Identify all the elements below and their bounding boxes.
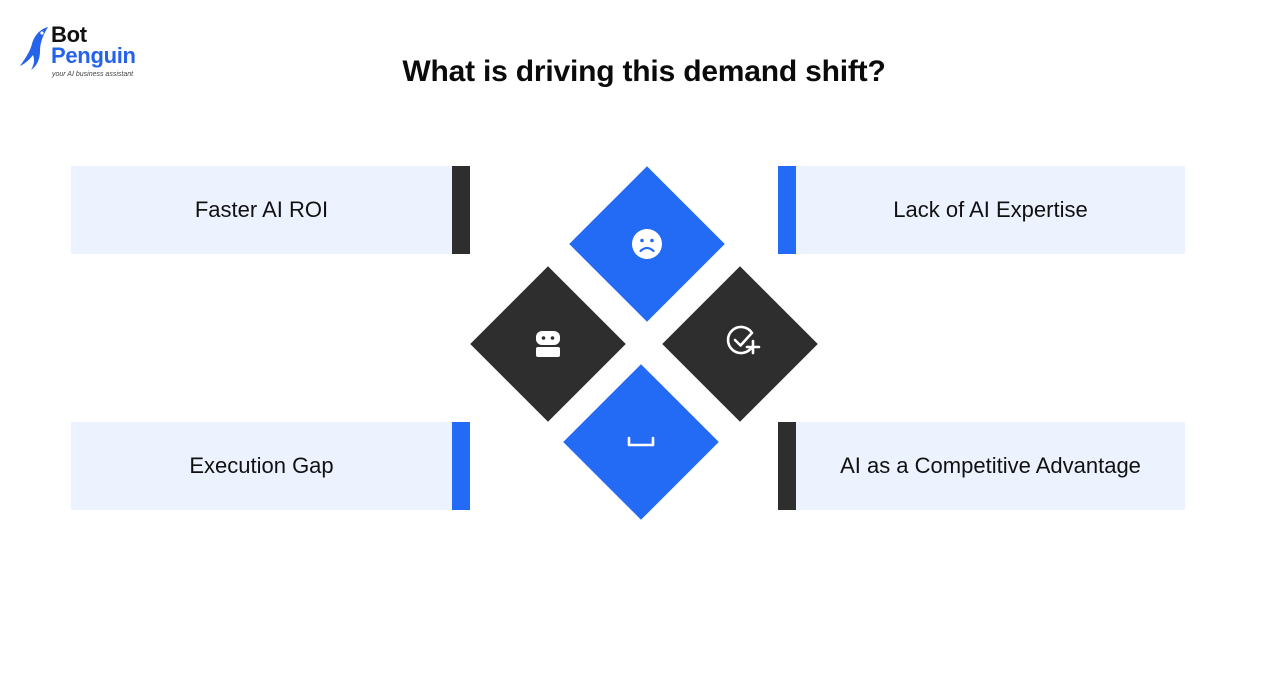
card-execution-gap: Execution Gap — [71, 422, 470, 510]
robot-icon — [530, 326, 566, 362]
page-title: What is driving this demand shift? — [402, 55, 886, 88]
logo-tagline: your AI business assistant — [52, 71, 134, 78]
logo-word-penguin: Penguin — [51, 43, 136, 68]
penguin-logo-icon — [20, 27, 48, 70]
card-accent-bar — [452, 422, 470, 510]
card-accent-bar — [778, 166, 796, 254]
card-faster-ai-roi: Faster AI ROI — [71, 166, 470, 254]
sad-face-icon — [629, 226, 665, 262]
space-bar-icon — [623, 425, 659, 461]
brand-logo: Bot Penguin your AI business assistant — [18, 24, 148, 82]
card-label: Execution Gap — [189, 453, 334, 478]
card-ai-competitive-advantage: AI as a Competitive Advantage — [778, 422, 1185, 510]
card-accent-bar — [778, 422, 796, 510]
logo-word-bot: Bot — [51, 22, 87, 47]
check-plus-icon — [725, 322, 761, 358]
card-accent-bar — [452, 166, 470, 254]
card-label: Lack of AI Expertise — [893, 197, 1088, 222]
card-label: Faster AI ROI — [194, 197, 329, 222]
card-lack-of-ai-expertise: Lack of AI Expertise — [778, 166, 1185, 254]
card-label: AI as a Competitive Advantage — [840, 453, 1141, 478]
